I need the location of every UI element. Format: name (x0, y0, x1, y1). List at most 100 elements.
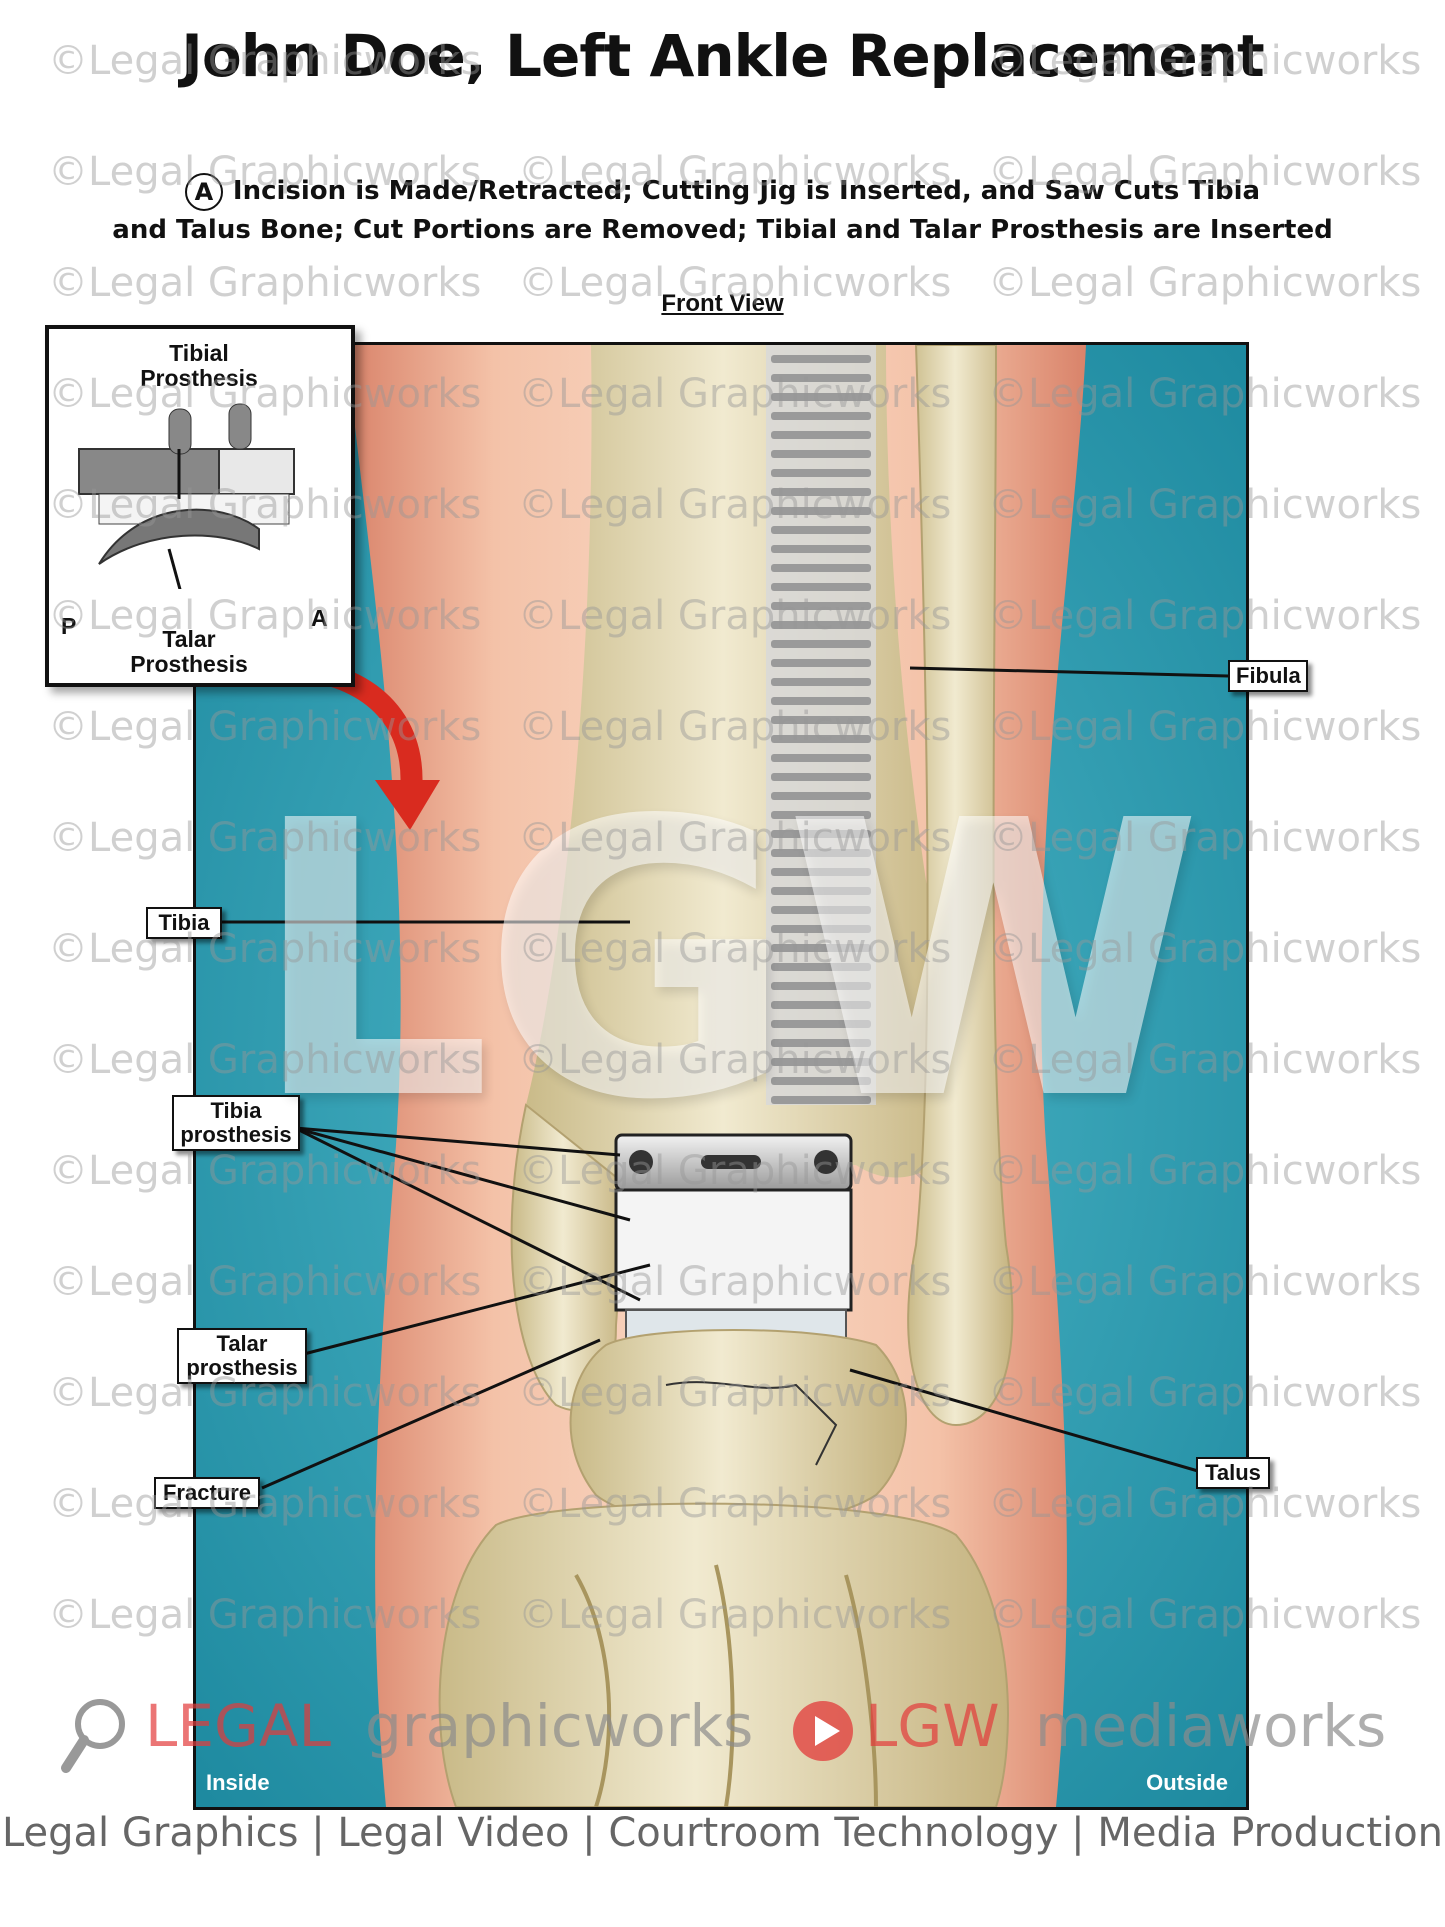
watermark-text: ©Legal Graphicworks (518, 371, 952, 417)
watermark-text: ©Legal Graphicworks (518, 1148, 952, 1194)
retractor-tooth (771, 526, 871, 534)
watermark-text: ©Legal Graphicworks (48, 1037, 482, 1083)
retractor-tooth (771, 545, 871, 553)
retractor-tooth (771, 906, 871, 914)
watermark-text: ©Legal Graphicworks (48, 815, 482, 861)
watermark-text: ©Legal Graphicworks (988, 371, 1422, 417)
watermark-text: ©Legal Graphicworks (988, 704, 1422, 750)
inside-label: Inside (206, 1770, 270, 1795)
retractor-tooth (771, 773, 871, 781)
watermark-text: ©Legal Graphicworks (988, 926, 1422, 972)
watermark-text: ©Legal Graphicworks (518, 482, 952, 528)
callout-fibula: Fibula (1228, 660, 1308, 692)
retractor-tooth (771, 469, 871, 477)
inset-talar-label: Talar Prosthesis (89, 627, 289, 677)
inset-tibial-label-1: Tibial (169, 340, 229, 366)
retractor-tooth (771, 849, 871, 857)
watermark-text: ©Legal Graphicworks (518, 1481, 952, 1527)
retractor-tooth (771, 925, 871, 933)
retractor-tooth (771, 887, 871, 895)
watermark-text: ©Legal Graphicworks (518, 593, 952, 639)
logo-lgw: LGW (865, 1692, 1000, 1760)
retractor-tooth (771, 1020, 871, 1028)
retractor-tooth (771, 678, 871, 686)
polyethylene-insert (614, 1188, 853, 1312)
callout-talar-prosthesis: Talar prosthesis (177, 1328, 307, 1384)
watermark-text: ©Legal Graphicworks (48, 1370, 482, 1416)
watermark-text: ©Legal Graphicworks (48, 593, 482, 639)
retractor-tooth (771, 488, 871, 496)
watermark-text: ©Legal Graphicworks (48, 926, 482, 972)
retractor-tooth (771, 450, 871, 458)
callout-tibia-prosthesis-1: Tibia (210, 1098, 262, 1123)
inset-posterior-label: P (61, 613, 77, 639)
retractor-tooth (771, 640, 871, 648)
logo-legal: LEGAL (145, 1692, 331, 1760)
retractor-tooth (771, 1001, 871, 1009)
watermark-text: ©Legal Graphicworks (518, 704, 952, 750)
retractor-tooth (771, 659, 871, 667)
watermark-text: ©Legal Graphicworks (988, 1148, 1422, 1194)
inset-talar-label-2: Prosthesis (130, 651, 248, 677)
watermark-text: ©Legal Graphicworks (988, 593, 1422, 639)
inset-anterior-label: A (311, 605, 328, 631)
prosthesis-3d-drawing (78, 403, 295, 589)
retractor-tooth (771, 811, 871, 819)
watermark-text: ©Legal Graphicworks (48, 38, 482, 84)
logo-mediaworks: mediaworks (1035, 1692, 1387, 1760)
retractor-tooth (771, 944, 871, 952)
retractor-tooth (771, 868, 871, 876)
retractor-teeth (771, 355, 871, 1104)
watermark-text: ©Legal Graphicworks (988, 815, 1422, 861)
watermark-text: ©Legal Graphicworks (518, 1037, 952, 1083)
prosthesis-inset: Tibial Prosthesis P A Talar Prosthesis (45, 325, 355, 687)
watermark-text: ©Legal Graphicworks (48, 1481, 482, 1527)
retractor-tooth (771, 697, 871, 705)
talus-bone (569, 1329, 907, 1526)
subtitle-line-2: and Talus Bone; Cut Portions are Removed… (112, 214, 1333, 245)
watermark-text: ©Legal Graphicworks (518, 1592, 952, 1638)
retractor-tooth (771, 735, 871, 743)
watermark-text: ©Legal Graphicworks (518, 1370, 952, 1416)
callout-talar-prosthesis-1: Talar (216, 1331, 268, 1356)
watermark-text: ©Legal Graphicworks (518, 149, 952, 195)
watermark-text: ©Legal Graphicworks (988, 1481, 1422, 1527)
watermark-text: ©Legal Graphicworks (518, 1259, 952, 1305)
inset-tibial-label: Tibial Prosthesis (109, 341, 289, 391)
page-title: John Doe, Left Ankle Replacement (181, 22, 1264, 90)
watermark-text: ©Legal Graphicworks (48, 1148, 482, 1194)
callout-tibia: Tibia (146, 907, 222, 939)
watermark-text: ©Legal Graphicworks (988, 149, 1422, 195)
callout-tibia-prosthesis: Tibia prosthesis (172, 1095, 300, 1151)
watermark-text: ©Legal Graphicworks (988, 1259, 1422, 1305)
retractor-tooth (771, 564, 871, 572)
watermark-text: ©Legal Graphicworks (988, 1037, 1422, 1083)
retractor-tooth (771, 754, 871, 762)
callout-talus: Talus (1196, 1457, 1270, 1489)
retractor-tooth (771, 412, 871, 420)
watermark-text: ©Legal Graphicworks (48, 260, 482, 306)
retractor-tooth (771, 602, 871, 610)
watermark-text: ©Legal Graphicworks (988, 260, 1422, 306)
retractor-tooth (771, 374, 871, 382)
inset-talar-label-1: Talar (162, 626, 216, 652)
retractor-tooth (771, 507, 871, 515)
outside-label: Outside (1146, 1770, 1228, 1795)
watermark-text: ©Legal Graphicworks (988, 482, 1422, 528)
retractor-tooth (771, 393, 871, 401)
retractor-tooth (771, 1096, 871, 1104)
watermark-text: ©Legal Graphicworks (988, 1592, 1422, 1638)
retractor-tooth (771, 792, 871, 800)
watermark-text: ©Legal Graphicworks (518, 815, 952, 861)
view-label: Front View (661, 290, 784, 317)
retractor-tooth (771, 963, 871, 971)
retractor-tooth (771, 355, 871, 363)
retractor-tooth (771, 583, 871, 591)
callout-talar-prosthesis-2: prosthesis (186, 1355, 298, 1380)
retractor-tooth (771, 830, 871, 838)
watermark-text: ©Legal Graphicworks (518, 260, 952, 306)
